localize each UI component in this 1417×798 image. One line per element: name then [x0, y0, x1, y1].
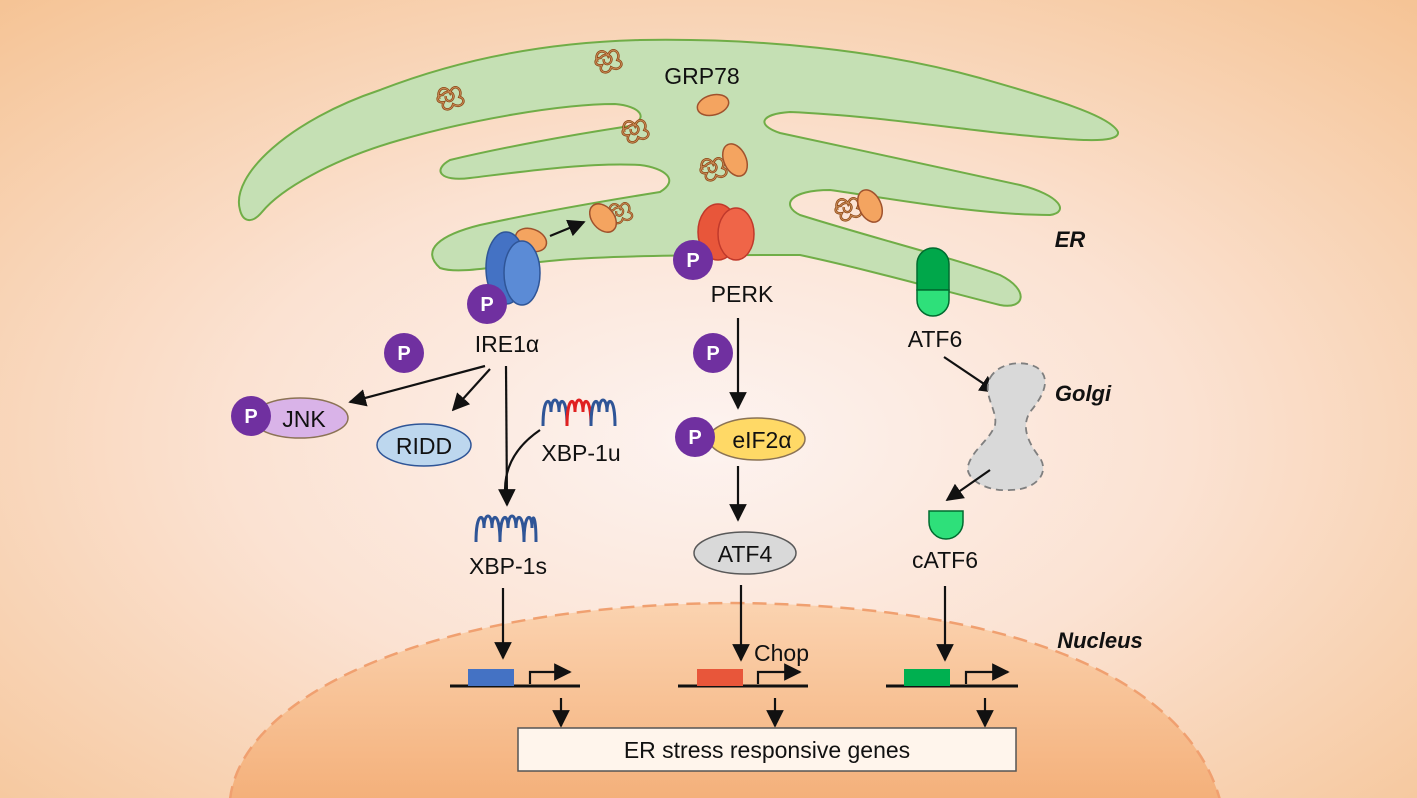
xbp1u-label: XBP-1u	[541, 440, 620, 466]
er-label: ER	[1055, 227, 1086, 252]
golgi-label: Golgi	[1055, 381, 1112, 406]
chop-gene	[678, 663, 808, 688]
atf6-sensor	[916, 247, 950, 317]
svg-text:P: P	[706, 343, 719, 365]
perk-phospho-badge: P	[673, 240, 713, 280]
ridd-label: RIDD	[396, 433, 452, 459]
ire1-to-jnk-arrow	[348, 364, 486, 407]
ridd-node	[376, 423, 472, 467]
svg-text:P: P	[397, 343, 410, 365]
nucleus-label: Nucleus	[1057, 628, 1143, 653]
xbp1u-mrna	[541, 398, 617, 427]
ire1-to-ridd-arrow	[451, 368, 491, 412]
golgi-apparatus	[967, 362, 1046, 491]
xbp1s-mrna	[474, 514, 538, 543]
ire1a-label: IRE1α	[475, 331, 539, 357]
atf4-node	[693, 531, 797, 575]
eif2a-label: eIF2α	[732, 427, 791, 453]
svg-text:P: P	[244, 406, 257, 428]
xbp1u-splice-arrow	[503, 429, 541, 491]
grp78-label: GRP78	[664, 63, 739, 89]
grp78-bound-2	[856, 189, 884, 223]
perk-branch-phospho-badge: P	[693, 333, 733, 373]
perk-label: PERK	[711, 281, 774, 307]
golgi-to-catf6-arrow	[945, 469, 991, 502]
eif2a-phospho-badge: P	[675, 417, 715, 457]
chop-label: Chop	[754, 640, 809, 666]
grp78-bound-1	[721, 143, 749, 177]
atf6-label: ATF6	[908, 326, 963, 352]
grp78-release-arrow	[549, 219, 586, 238]
ire1-sensor	[485, 231, 541, 306]
grp78-chaperone	[696, 93, 730, 117]
free-phospho-badge: P	[384, 333, 424, 373]
er-stress-genes-label: ER stress responsive genes	[624, 737, 910, 763]
svg-text:P: P	[688, 427, 701, 449]
catf6-label: cATF6	[912, 547, 978, 573]
svg-text:P: P	[686, 250, 699, 272]
jnk-phospho-badge: P	[231, 396, 271, 436]
er-stress-genes-box	[517, 727, 1017, 772]
catf6-fragment	[928, 510, 964, 540]
jnk-label: JNK	[282, 406, 326, 432]
perk-sensor	[697, 203, 755, 261]
svg-text:P: P	[480, 294, 493, 316]
atf4-label: ATF4	[718, 541, 773, 567]
xbp1s-label: XBP-1s	[469, 553, 547, 579]
grp78-bound-3	[588, 203, 618, 233]
ire1-to-xbp1s-arrow	[498, 365, 516, 507]
xbp1s-target-gene	[450, 663, 580, 688]
atf6-target-gene	[886, 663, 1018, 688]
ire1-phospho-badge: P	[467, 284, 507, 324]
